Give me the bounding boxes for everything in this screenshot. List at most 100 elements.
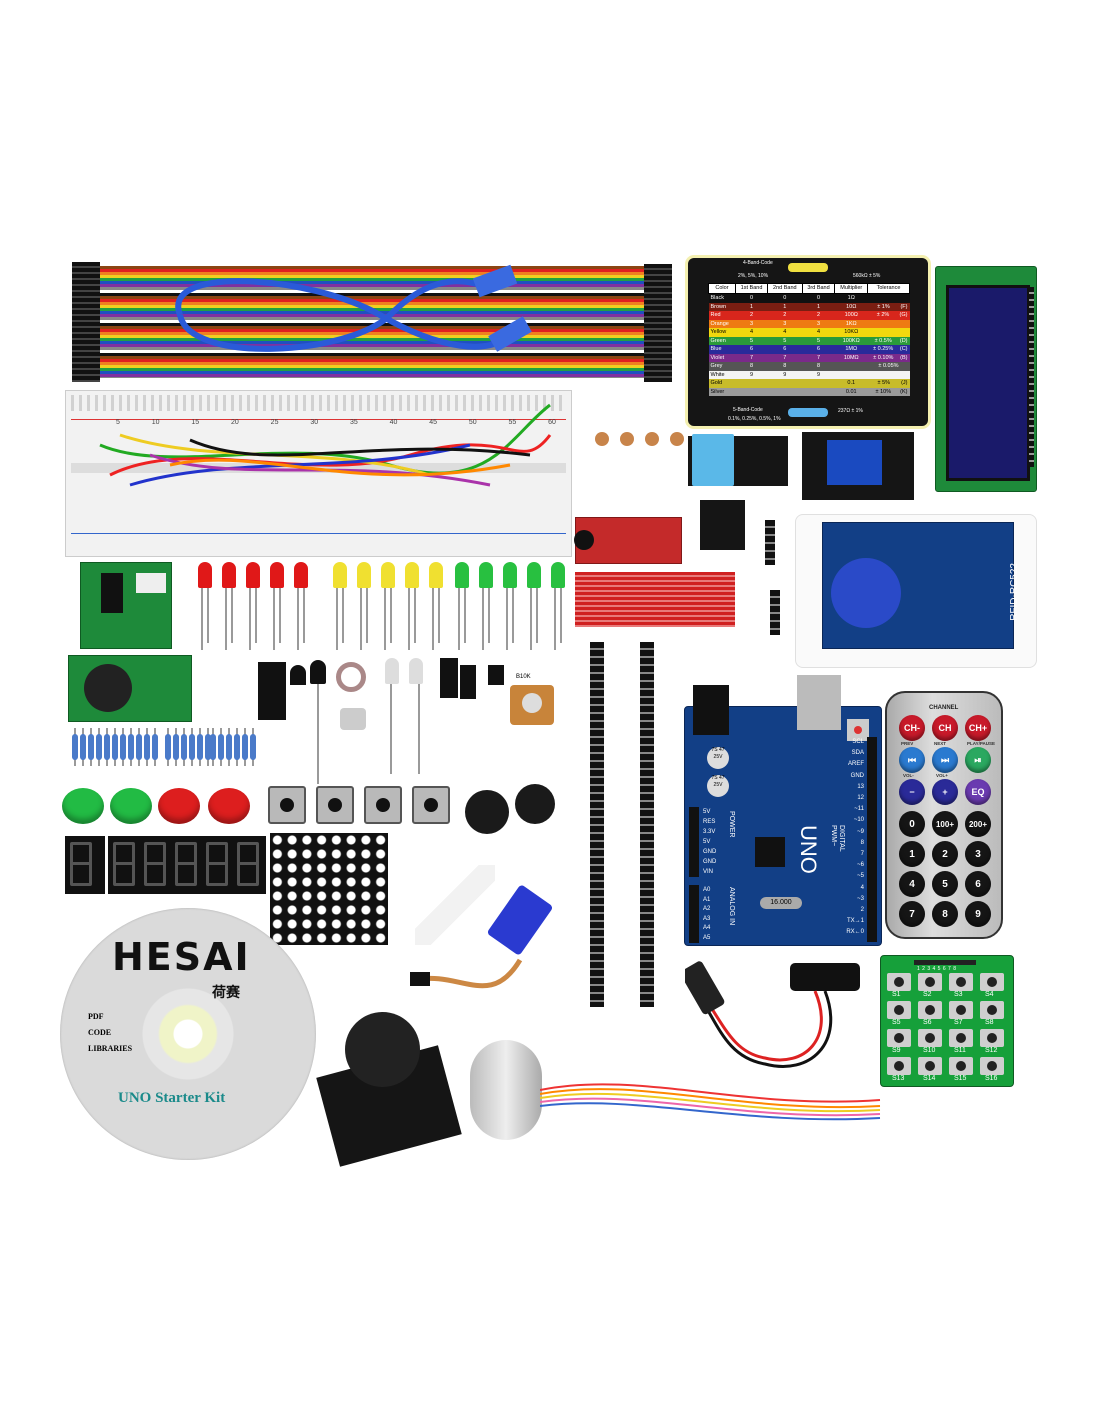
keypad-key-label: S1 (892, 991, 901, 998)
remote-number-button[interactable]: 0 (899, 811, 925, 837)
resistor (120, 734, 126, 760)
led (479, 562, 493, 588)
digital-pin-label: AREF (847, 761, 864, 768)
remote-button[interactable]: + (932, 779, 958, 805)
remote-number-button[interactable]: 6 (965, 871, 991, 897)
keypad-key[interactable] (949, 1029, 973, 1047)
remote-button[interactable]: − (899, 779, 925, 805)
remote-button[interactable]: ⏯ (965, 747, 991, 773)
bb-num: 30 (310, 419, 319, 426)
digital-pin-label: GND (850, 772, 864, 779)
keypad-key[interactable] (980, 1001, 1004, 1019)
cd-title: UNO Starter Kit (118, 1090, 226, 1106)
resistor-cell (768, 388, 802, 397)
pin-header-small (770, 590, 780, 635)
resistor-cell: 5 (816, 337, 821, 344)
remote-number-button[interactable]: 3 (965, 841, 991, 867)
remote-button[interactable]: CH+ (965, 715, 991, 741)
remote-sub-label: VOL+ (936, 773, 948, 778)
keypad-key[interactable] (918, 973, 942, 991)
bb-num: 20 (231, 419, 239, 426)
resistor-cell: 1Ω (847, 295, 855, 301)
resistor-cell: 3 (783, 320, 787, 327)
remote-button[interactable]: CH (932, 715, 958, 741)
resistor-cell: Violet (710, 354, 725, 361)
resistor-cell: Silver (710, 388, 725, 395)
keypad-key[interactable] (980, 973, 1004, 991)
resistor (88, 734, 94, 760)
resistor-cell: 1KΩ (845, 320, 857, 327)
keypad-key[interactable] (918, 1001, 942, 1019)
seven-segment-digit (113, 842, 135, 886)
resistor-cell: 7 (783, 354, 787, 361)
remote-number-button[interactable]: 7 (899, 901, 925, 927)
keypad-key[interactable] (949, 1057, 973, 1075)
digital-pin-label: 2 (860, 907, 864, 913)
keypad-key[interactable] (918, 1029, 942, 1047)
tolerance: ± 10% (875, 388, 892, 395)
digital-pin-label: SCL (852, 739, 864, 745)
power-pin-label: GND (703, 849, 717, 855)
keypad-key[interactable] (949, 973, 973, 991)
remote-number-button[interactable]: 4 (899, 871, 925, 897)
remote-button[interactable]: ⏮ (899, 747, 925, 773)
keypad-key[interactable] (918, 1057, 942, 1075)
remote-number-button[interactable]: 200+ (965, 811, 991, 837)
resistor-cell: 0 (783, 295, 787, 301)
keypad-key[interactable] (949, 1001, 973, 1019)
keypad-key[interactable] (887, 973, 911, 991)
resistor (189, 734, 195, 760)
sound-sensor-module (574, 517, 682, 564)
keypad-key[interactable] (887, 1001, 911, 1019)
remote-number-button[interactable]: 8 (932, 901, 958, 927)
reset-button[interactable] (847, 719, 869, 741)
resistor (128, 734, 134, 760)
remote-button[interactable]: EQ (965, 779, 991, 805)
bb-num: 10 (151, 419, 160, 426)
stepper-wires (540, 1083, 881, 1121)
rfid-label: RFID-RC522 (1009, 563, 1020, 621)
resistor-cell: 8 (750, 363, 754, 369)
keypad-key[interactable] (980, 1029, 1004, 1047)
tolerance-code: (G) (899, 312, 908, 318)
resistor-cell: 5 (783, 337, 787, 344)
remote-button[interactable]: CH- (899, 715, 925, 741)
resistor-cell (768, 379, 802, 388)
led (405, 562, 419, 588)
battery-clip-and-dc-jack (685, 961, 860, 1068)
analog-pin-label: A3 (703, 915, 711, 922)
digital-pin-label: ~10 (853, 817, 864, 824)
crystal-oscillator: 16.000 (760, 897, 802, 909)
electrolytic-capacitor (440, 658, 458, 698)
remote-number-button[interactable]: 100+ (932, 811, 958, 837)
chart-top-example: 560kΩ ± 5% (853, 273, 881, 279)
tolerance-code: (C) (899, 346, 908, 352)
resistor-cell: Brown (710, 303, 727, 310)
tactile-switch (364, 786, 402, 824)
water-level-sensor (575, 572, 735, 627)
led (551, 562, 565, 588)
col-header: 2nd Band (767, 283, 803, 294)
remote-number-button[interactable]: 2 (932, 841, 958, 867)
keypad-key[interactable] (887, 1057, 911, 1075)
remote-number-button[interactable]: 1 (899, 841, 925, 867)
capacitor: 7S 47 25V (707, 747, 729, 769)
resistor-cell: 4 (750, 329, 754, 335)
resistor (104, 734, 110, 760)
servo-cable (410, 958, 523, 989)
keypad-key[interactable] (887, 1029, 911, 1047)
remote-number-button[interactable]: 9 (965, 901, 991, 927)
remote-button[interactable]: ⏭ (932, 747, 958, 773)
jumper-wire-ribbon (95, 266, 650, 378)
col-header: Tolerance (867, 283, 910, 294)
keypad-key[interactable] (980, 1057, 1004, 1075)
digital-pin-label: ~11 (854, 806, 864, 813)
remote-number-button[interactable]: 5 (932, 871, 958, 897)
resistor-cell: ± 5% (J) (868, 379, 910, 388)
joystick-knob (345, 1012, 420, 1087)
resistor-cell: 1 (816, 303, 821, 310)
